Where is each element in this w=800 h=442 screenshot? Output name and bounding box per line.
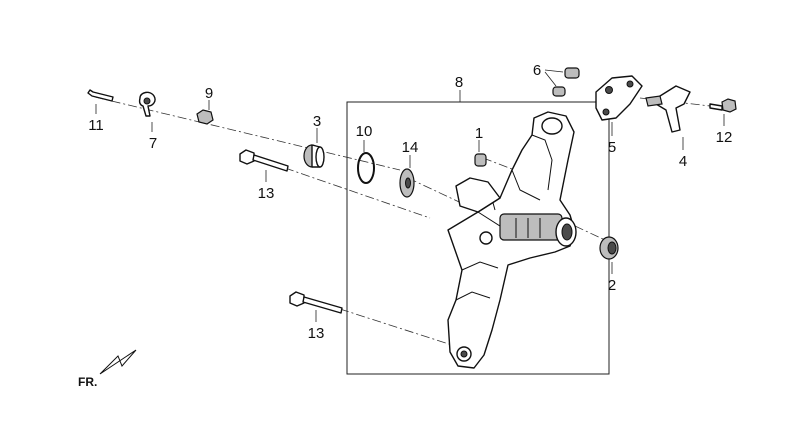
front-label: FR.: [78, 375, 97, 389]
callout-12: 12: [716, 129, 733, 146]
callout-10: 10: [356, 123, 373, 140]
part-pin-11: [87, 89, 114, 114]
callout-4: 4: [679, 153, 687, 170]
callout-8: 8: [455, 74, 463, 91]
callout-2: 2: [608, 277, 616, 294]
part-main-bracket-8: [447, 111, 577, 369]
callout-5: 5: [608, 139, 616, 156]
part-nuts-6: [544, 67, 580, 97]
part-nut-9: [196, 100, 214, 125]
part-collar-1: [474, 140, 487, 167]
callout-13-upper: 13: [258, 185, 275, 202]
callout-13-lower: 13: [308, 325, 325, 342]
callout-6: 6: [533, 62, 541, 79]
assembly-axes: [94, 96, 729, 346]
callout-3: 3: [313, 113, 321, 130]
part-bolt-13-upper: [239, 149, 289, 182]
callout-7: 7: [149, 135, 157, 152]
front-direction-marker: FR.: [78, 349, 137, 389]
part-washer-14: [399, 155, 415, 198]
callout-14: 14: [402, 139, 419, 156]
part-bushing-3: [303, 128, 325, 168]
callout-11: 11: [88, 117, 104, 134]
part-clip-7: [138, 91, 156, 132]
part-bushing-2: [599, 236, 619, 274]
callout-9: 9: [205, 85, 213, 102]
part-linkage-5: [595, 75, 643, 136]
part-bolt-13-lower: [289, 291, 343, 322]
part-circlip-10: [357, 140, 375, 184]
part-bolt-12: [709, 98, 737, 126]
part-lever-4: [645, 85, 691, 150]
callout-1: 1: [475, 125, 483, 142]
